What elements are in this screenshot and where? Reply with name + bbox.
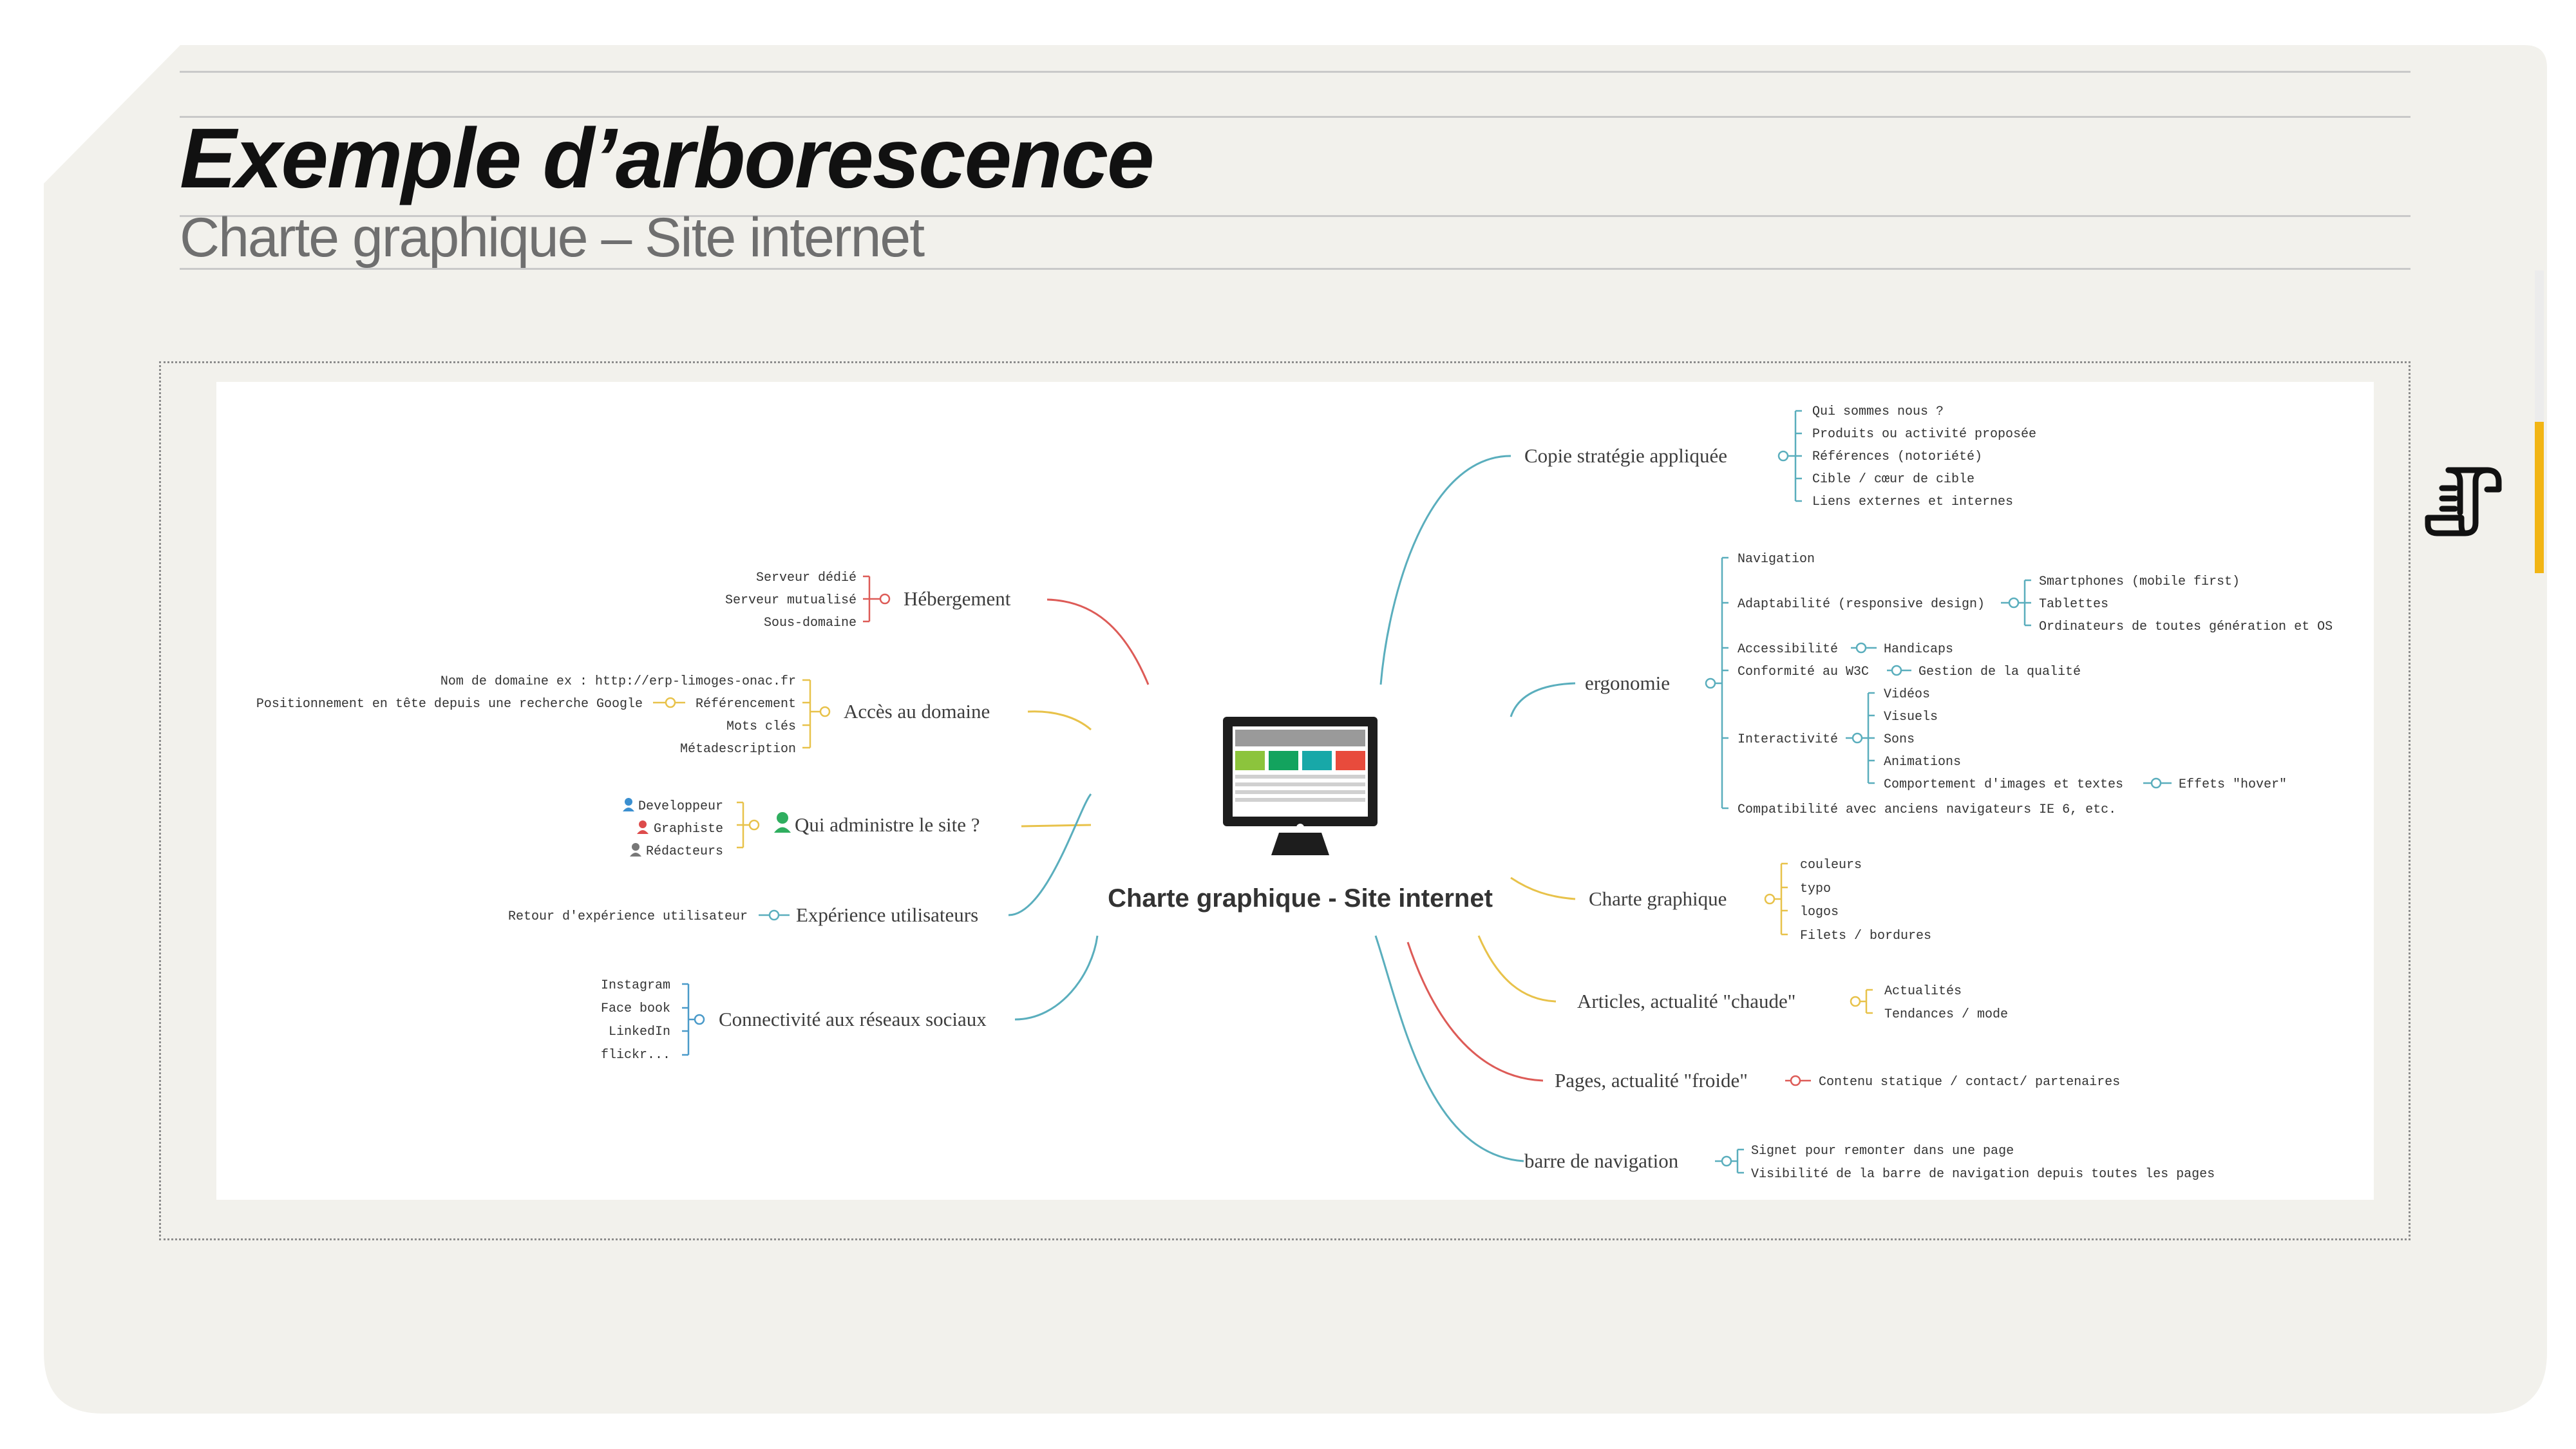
node-acces: Accès au domaine: [844, 700, 990, 723]
top-rule-1: [180, 71, 2410, 73]
node-experience: Expérience utilisateurs: [796, 904, 978, 926]
leaf-item: Compatibilité avec anciens navigateurs I…: [1738, 802, 2116, 817]
leaf-item: Navigation: [1738, 552, 1815, 567]
node-hebergement: Hébergement: [904, 587, 1011, 610]
leaf-item: Produits ou activité proposée: [1812, 427, 2036, 442]
leaf-item: Vidéos: [1884, 687, 1930, 702]
top-rule-2: [180, 116, 2410, 118]
leaf-item: Serveur mutualisé: [725, 593, 857, 608]
leaf-item: LinkedIn: [609, 1025, 670, 1039]
leaf-item: Face book: [601, 1001, 670, 1016]
leaf-item: typo: [1800, 882, 1831, 896]
node-pages: Pages, actualité "froide": [1555, 1069, 1748, 1092]
person-icon: [630, 843, 641, 857]
monitor-icon: [1223, 717, 1378, 855]
leaf-item: Qui sommes nous ?: [1812, 404, 1944, 419]
person-icon: [637, 820, 649, 834]
leaf-item: Conformité au W3C: [1738, 665, 1869, 679]
leaf-item: Positionnement en tête depuis une recher…: [256, 697, 643, 712]
leaf-item: Cible / cœur de cible: [1812, 472, 1975, 487]
page-subtitle: Charte graphique – Site internet: [180, 207, 925, 269]
leaf-item: Effets "hover": [2179, 777, 2287, 792]
leaf-item: Handicaps: [1884, 642, 1953, 657]
node-articles: Articles, actualité "chaude": [1577, 990, 1795, 1012]
leaf-item: Liens externes et internes: [1812, 495, 2013, 509]
leaf-item: Instagram: [601, 978, 670, 993]
leaf-item: Ordinateurs de toutes génération et OS: [2039, 620, 2333, 634]
mindmap-svg: Charte graphique - Site internet Héberge…: [256, 404, 2333, 1182]
node-admin: Qui administre le site ?: [795, 813, 980, 836]
leaf-item: Visibilité de la barre de navigation dep…: [1751, 1167, 2215, 1182]
scroll-icon[interactable]: [2423, 456, 2506, 540]
leaf-item: Sons: [1884, 732, 1915, 747]
leaf-item: Smartphones (mobile first): [2039, 574, 2240, 589]
leaf-item: Rédacteurs: [646, 844, 723, 859]
leaf-item: Animations: [1884, 755, 1961, 770]
page-title: Exemple d’arborescence: [180, 111, 1154, 205]
leaf-item: Références (notoriété): [1812, 450, 1982, 464]
leaf-item: Graphiste: [654, 822, 723, 837]
leaf-item: Métadescription: [680, 742, 796, 757]
leaf-item: couleurs: [1800, 858, 1862, 873]
leaf-item: Tablettes: [2039, 597, 2108, 612]
leaf-item: Actualités: [1884, 984, 1962, 999]
leaf-item: Mots clés: [726, 719, 796, 734]
node-barre: barre de navigation: [1524, 1150, 1679, 1172]
person-icon: [774, 812, 791, 833]
leaf-item: logos: [1800, 905, 1839, 920]
leaf-item: Gestion de la qualité: [1918, 665, 2081, 679]
image-frame: [159, 361, 2410, 1240]
node-copie: Copie stratégie appliquée: [1524, 444, 1727, 467]
leaf-item: Contenu statique / contact/ partenaires: [1819, 1075, 2120, 1090]
side-scrollbar-thumb[interactable]: [2535, 422, 2544, 573]
leaf-item: Signet pour remonter dans une page: [1751, 1144, 2014, 1159]
mindmap-image: Charte graphique - Site internet Héberge…: [216, 382, 2374, 1200]
subtitle-rule: [180, 268, 2410, 270]
leaf-item: Filets / bordures: [1800, 929, 1931, 943]
node-charte: Charte graphique: [1589, 887, 1727, 910]
leaf-item: Nom de domaine ex : http://erp-limoges-o…: [440, 674, 796, 689]
center-label: Charte graphique - Site internet: [1108, 884, 1493, 913]
node-ergonomie: ergonomie: [1585, 672, 1670, 694]
node-reseaux: Connectivité aux réseaux sociaux: [719, 1008, 987, 1030]
leaf-item: Interactivité: [1738, 732, 1838, 747]
leaf-item: Comportement d'images et textes: [1884, 777, 2123, 792]
leaf-item: Tendances / mode: [1884, 1007, 2008, 1022]
leaf-item: Accessibilité: [1738, 642, 1838, 657]
leaf-item: Retour d'expérience utilisateur: [508, 909, 748, 924]
leaf-item: Developpeur: [638, 799, 723, 814]
leaf-item: Visuels: [1884, 710, 1938, 724]
leaf-item: Référencement: [696, 697, 796, 712]
title-rule: [180, 215, 2410, 217]
person-icon: [623, 798, 634, 811]
leaf-item: flickr...: [601, 1048, 670, 1063]
leaf-item: Sous-domaine: [764, 616, 857, 630]
leaf-item: Adaptabilité (responsive design): [1738, 597, 1985, 612]
leaf-item: Serveur dédié: [756, 571, 857, 585]
